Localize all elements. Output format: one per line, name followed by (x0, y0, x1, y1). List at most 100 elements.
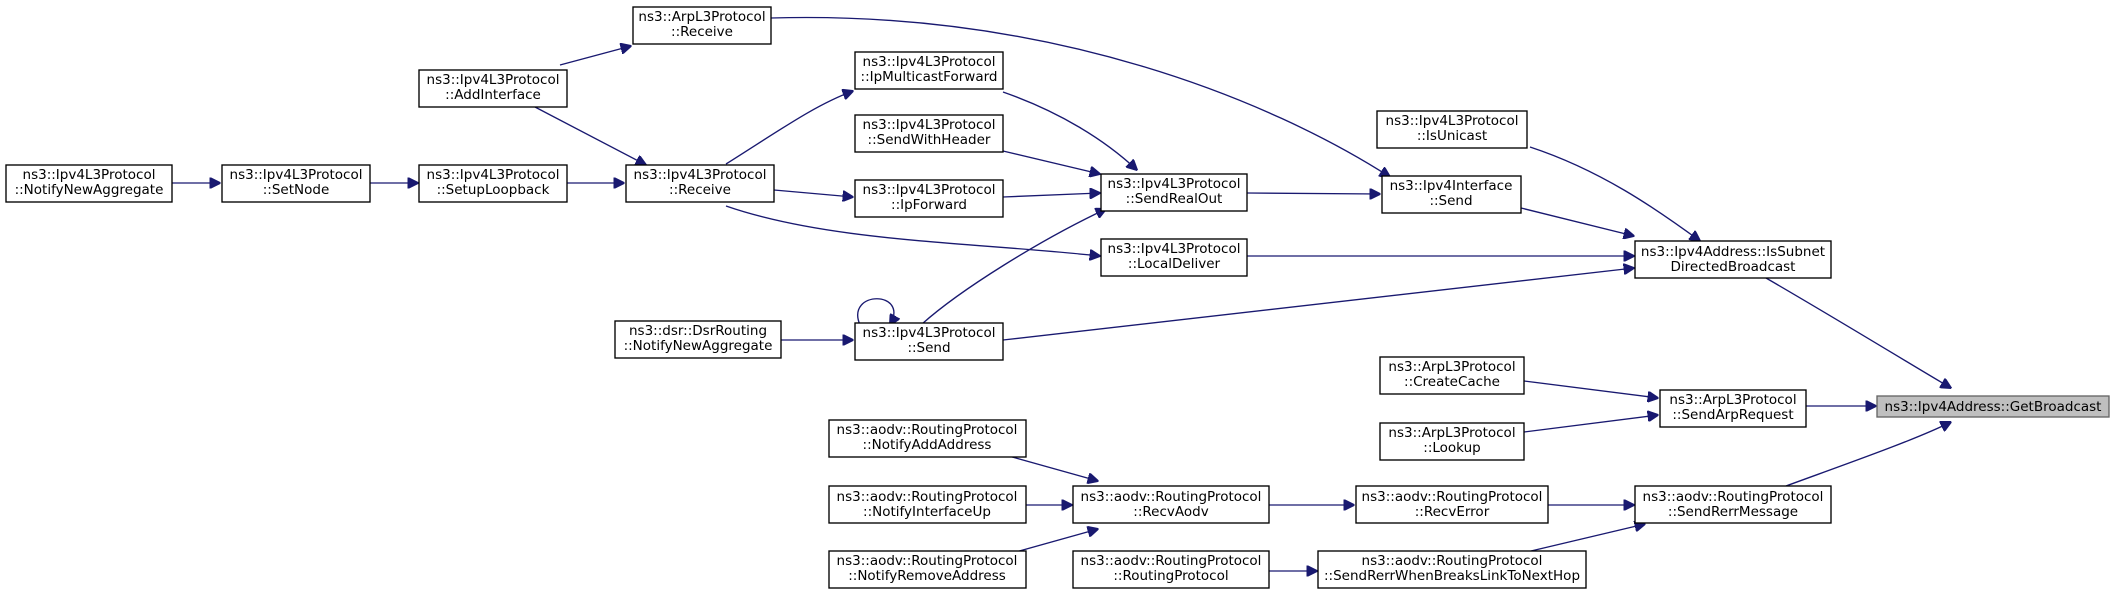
node-label-line2: ::NotifyNewAggregate (624, 338, 773, 354)
node-label-line2: ::IpMulticastForward (861, 69, 998, 85)
edge-addinterface-to-arpreceive (559, 46, 631, 66)
node-label-line2: ::AddInterface (445, 87, 541, 103)
node-ipv4-ipmulticastforward[interactable]: ns3::Ipv4L3Protocol ::IpMulticastForward (854, 51, 1004, 90)
edge-createcache-to-sendarprequest (1523, 380, 1658, 398)
node-arp-lookup[interactable]: ns3::ArpL3Protocol ::Lookup (1379, 422, 1525, 461)
node-label-line1: ns3::aodv::RoutingProtocol (837, 422, 1018, 438)
node-label-line1: ns3::ArpL3Protocol (1669, 392, 1796, 408)
node-label-line2: ::RecvError (1415, 504, 1490, 520)
edge-arpreceive-to-ifacesend (770, 16, 1390, 177)
edge-ipreceive-to-ipforward (773, 189, 853, 197)
node-label-line2: ::Send (1429, 193, 1472, 209)
node-label-line2: ::SetupLoopback (437, 182, 550, 198)
node-label-line1: ns3::Ipv4L3Protocol (1108, 176, 1241, 192)
node-label-line1: ns3::aodv::RoutingProtocol (1643, 489, 1824, 505)
node-label-line1: ns3::aodv::RoutingProtocol (1362, 489, 1543, 505)
edge-sendrerrmessage-to-getbroadcast (1785, 422, 1951, 487)
node-label-line1: ns3::Ipv4L3Protocol (427, 72, 560, 88)
edge-issubnet-to-getbroadcast (1765, 277, 1951, 388)
node-label-line2: ::IsUnicast (1417, 128, 1487, 144)
node-getbroadcast[interactable]: ns3::Ipv4Address::GetBroadcast (1876, 395, 2110, 418)
node-aodv-recverror[interactable]: ns3::aodv::RoutingProtocol ::RecvError (1355, 485, 1549, 524)
node-ipv4-localdeliver[interactable]: ns3::Ipv4L3Protocol ::LocalDeliver (1100, 238, 1248, 277)
node-label-line2: ::RecvAodv (1133, 504, 1208, 520)
edge-ipreceive-to-localdeliver (725, 205, 1100, 256)
node-arp-receive[interactable]: ns3::ArpL3Protocol ::Receive (632, 6, 772, 45)
edge-isunicast-to-issubnet (1529, 146, 1700, 241)
node-label-line2: DirectedBroadcast (1671, 259, 1796, 275)
node-label: ns3::Ipv4Address::GetBroadcast (1885, 399, 2102, 415)
edge-sendrerrwhenbreaks-to-sendrerrmessage (1530, 524, 1645, 552)
node-label-line1: ns3::Ipv4L3Protocol (427, 167, 560, 183)
node-label-line1: ns3::Ipv4L3Protocol (1108, 241, 1241, 257)
node-label-line1: ns3::ArpL3Protocol (638, 9, 765, 25)
node-arp-sendarprequest[interactable]: ns3::ArpL3Protocol ::SendArpRequest (1659, 389, 1807, 428)
edge-ipreceive-to-ipmulticastforward (725, 91, 853, 165)
node-label-line2: ::CreateCache (1404, 374, 1500, 390)
node-label-line1: ns3::dsr::DsrRouting (629, 323, 767, 339)
node-ipv4-ipforward[interactable]: ns3::Ipv4L3Protocol ::IpForward (854, 179, 1004, 218)
edge-sendwithheader-to-sendrealout (1002, 150, 1100, 174)
node-label-line2: ::Receive (669, 182, 731, 198)
edge-addinterface-to-ipreceive (534, 106, 646, 165)
edge-lookup-to-sendarprequest (1523, 415, 1658, 433)
node-label-line2: ::SendWithHeader (868, 132, 991, 148)
node-label-line1: ns3::Ipv4L3Protocol (1386, 113, 1519, 129)
node-label-line1: ns3::ArpL3Protocol (1388, 359, 1515, 375)
node-label-line1: ns3::Ipv4L3Protocol (863, 182, 996, 198)
node-ipv4-setuploopback[interactable]: ns3::Ipv4L3Protocol ::SetupLoopback (418, 164, 568, 203)
node-label-line1: ns3::Ipv4L3Protocol (634, 167, 767, 183)
node-label-line1: ns3::aodv::RoutingProtocol (1081, 553, 1262, 569)
node-label-line2: ::Lookup (1423, 440, 1480, 456)
node-label-line2: ::IpForward (891, 197, 967, 213)
node-label-line1: ns3::Ipv4L3Protocol (863, 117, 996, 133)
edge-layer (172, 16, 1951, 571)
node-aodv-recvaodv[interactable]: ns3::aodv::RoutingProtocol ::RecvAodv (1072, 485, 1270, 524)
node-label-line2: ::NotifyAddAddress (863, 437, 992, 453)
edge-ipsend-to-issubnet (1002, 268, 1634, 341)
node-ipv4-addinterface[interactable]: ns3::Ipv4L3Protocol ::AddInterface (418, 69, 568, 108)
node-arp-createcache[interactable]: ns3::ArpL3Protocol ::CreateCache (1379, 356, 1525, 395)
node-label-line2: ::SendArpRequest (1672, 407, 1793, 423)
node-ipv4-sendwithheader[interactable]: ns3::Ipv4L3Protocol ::SendWithHeader (854, 114, 1004, 153)
node-layer: ns3::Ipv4Address::GetBroadcast ns3::Ipv4… (5, 6, 2110, 589)
node-aodv-notifyaddaddress[interactable]: ns3::aodv::RoutingProtocol ::NotifyAddAd… (828, 419, 1027, 458)
node-label-line2: ::NotifyNewAggregate (15, 182, 164, 198)
node-label-line1: ns3::Ipv4L3Protocol (863, 325, 996, 341)
node-label-line2: ::Send (907, 340, 950, 356)
node-label-line1: ns3::aodv::RoutingProtocol (1362, 553, 1543, 569)
node-aodv-sendrerrmessage[interactable]: ns3::aodv::RoutingProtocol ::SendRerrMes… (1634, 485, 1832, 524)
edge-notifyaddaddress-to-recvaodv (1004, 454, 1098, 481)
node-aodv-routingprotocol[interactable]: ns3::aodv::RoutingProtocol ::RoutingProt… (1072, 550, 1270, 589)
node-issubnetdirectedbroadcast[interactable]: ns3::Ipv4Address::IsSubnet DirectedBroad… (1634, 240, 1832, 279)
node-label-line1: ns3::Ipv4L3Protocol (230, 167, 363, 183)
node-aodv-notifyinterfaceup[interactable]: ns3::aodv::RoutingProtocol ::NotifyInter… (828, 485, 1027, 524)
node-label-line1: ns3::Ipv4L3Protocol (863, 54, 996, 70)
node-ipv4-isunicast[interactable]: ns3::Ipv4L3Protocol ::IsUnicast (1376, 110, 1528, 149)
node-label-line2: ::Receive (671, 24, 733, 40)
node-ipv4-setnode[interactable]: ns3::Ipv4L3Protocol ::SetNode (221, 164, 371, 203)
node-dsr-notifynewaggregate[interactable]: ns3::dsr::DsrRouting ::NotifyNewAggregat… (614, 320, 782, 359)
edge-ipsend-to-sendrealout (921, 209, 1106, 325)
node-ipv4-notifynewaggregate[interactable]: ns3::Ipv4L3Protocol ::NotifyNewAggregate (5, 164, 173, 203)
node-ipv4-sendrealout[interactable]: ns3::Ipv4L3Protocol ::SendRealOut (1100, 173, 1248, 212)
node-ipv4-send[interactable]: ns3::Ipv4L3Protocol ::Send (854, 322, 1004, 361)
node-label-line1: ns3::Ipv4L3Protocol (23, 167, 156, 183)
node-label-line2: ::RoutingProtocol (1113, 568, 1228, 584)
node-label-line2: ::NotifyRemoveAddress (848, 568, 1006, 584)
edge-ipmulticastforward-to-sendrealout (1002, 91, 1137, 170)
node-label-line2: ::NotifyInterfaceUp (863, 504, 991, 520)
node-label-line1: ns3::ArpL3Protocol (1388, 425, 1515, 441)
edge-ipsend-self-loop (857, 298, 894, 325)
node-aodv-sendrerrwhenbreakslinktonexthop[interactable]: ns3::aodv::RoutingProtocol ::SendRerrWhe… (1317, 550, 1587, 589)
node-label-line1: ns3::Ipv4Interface (1390, 178, 1513, 194)
edge-ipforward-to-sendrealout (1002, 193, 1100, 197)
node-ipv4-receive[interactable]: ns3::Ipv4L3Protocol ::Receive (625, 164, 775, 203)
node-label-line2: ::SetNode (263, 182, 330, 198)
node-label-line1: ns3::aodv::RoutingProtocol (837, 489, 1018, 505)
node-label-line1: ns3::aodv::RoutingProtocol (1081, 489, 1262, 505)
edge-sendrealout-to-ifacesend (1246, 193, 1380, 194)
node-aodv-notifyremoveaddress[interactable]: ns3::aodv::RoutingProtocol ::NotifyRemov… (828, 550, 1027, 589)
node-ipv4interface-send[interactable]: ns3::Ipv4Interface ::Send (1381, 175, 1522, 214)
